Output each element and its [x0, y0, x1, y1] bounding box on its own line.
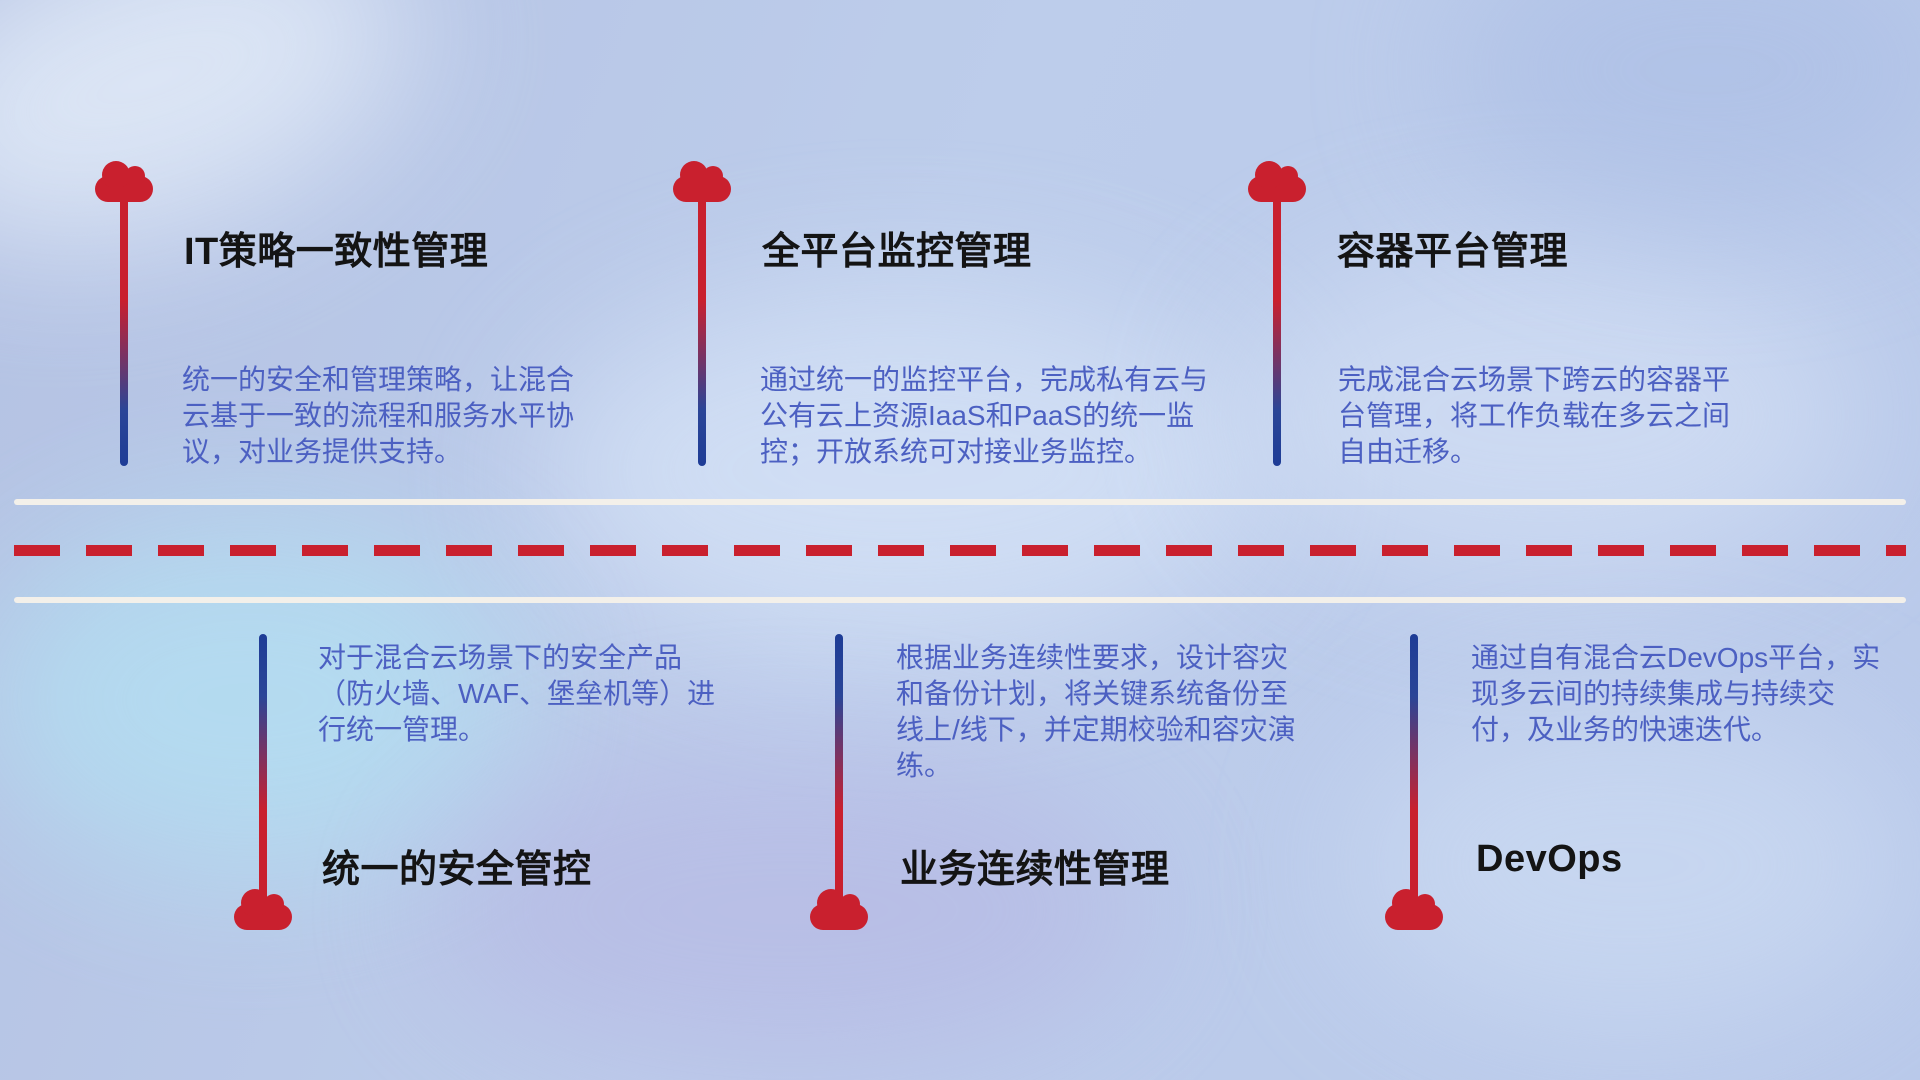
background-blob — [1350, 700, 1910, 1030]
feature-title-container-platform: 容器平台管理 — [1337, 231, 1569, 273]
cloud-icon — [1248, 161, 1306, 202]
feature-description-monitoring: 通过统一的监控平台，完成私有云与公有云上资源IaaS和PaaS的统一监控；开放系… — [760, 364, 1209, 467]
feature-description-container-platform: 完成混合云场景下跨云的容器平台管理，将工作负载在多云之间自由迁移。 — [1338, 364, 1731, 467]
feature-description-business-continuity: 根据业务连续性要求，设计容灾和备份计划，将关键系统备份至线上/线下，并定期校验和… — [896, 642, 1296, 781]
cloud-icon — [810, 889, 868, 930]
connector-line — [259, 634, 267, 918]
background-blob — [1240, 250, 1860, 580]
cloud-icon — [673, 161, 731, 202]
feature-description-devops: 通过自有混合云DevOps平台，实现多云间的持续集成与持续交付，及业务的快速迭代… — [1471, 642, 1881, 745]
timeline-bottom-line — [14, 597, 1906, 603]
feature-description-security-control: 对于混合云场景下的安全产品（防火墙、WAF、堡垒机等）进行统一管理。 — [318, 642, 716, 745]
feature-title-it-policy: IT策略一致性管理 — [184, 231, 489, 273]
connector-line — [120, 190, 128, 466]
timeline-dashed-line — [14, 545, 1906, 556]
cloud-icon — [234, 889, 292, 930]
feature-title-monitoring: 全平台监控管理 — [762, 231, 1032, 273]
background-blob — [1450, 0, 1920, 220]
cloud-icon — [95, 161, 153, 202]
feature-description-it-policy: 统一的安全和管理策略，让混合云基于一致的流程和服务水平协议，对业务提供支持。 — [182, 364, 575, 467]
background-blob — [540, 290, 1260, 650]
feature-title-business-continuity: 业务连续性管理 — [900, 849, 1170, 891]
timeline-top-line — [14, 499, 1906, 505]
connector-line — [1273, 190, 1281, 466]
connector-line — [835, 634, 843, 918]
connector-line — [1410, 634, 1418, 918]
background-blob — [430, 750, 1150, 1070]
feature-title-devops: DevOps — [1476, 838, 1623, 880]
feature-title-security-control: 统一的安全管控 — [322, 849, 592, 891]
connector-line — [698, 190, 706, 466]
cloud-icon — [1385, 889, 1443, 930]
